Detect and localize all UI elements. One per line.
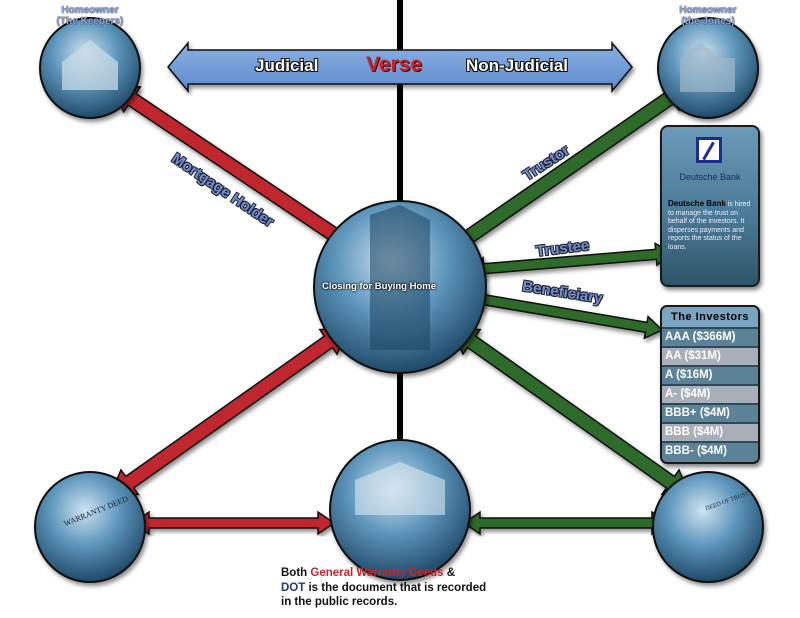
tranche-row: BBB ($4M) [662, 422, 758, 441]
deutsche-bank-logo-icon [696, 137, 722, 163]
bottom-left-globe [34, 471, 146, 583]
closing-to-deed-of-trust-arrow [450, 327, 692, 497]
tranche-row: A ($16M) [662, 365, 758, 384]
bottom-right-globe [652, 471, 764, 583]
deed-of-trust-recording-arrow [462, 510, 670, 536]
deutsche-bank-description: Deutsche Bank is hired to manage the tru… [668, 199, 751, 251]
investors-table: The Investors AAA ($366M) AA ($31M) A ($… [660, 305, 760, 464]
deutsche-bank-logo-text: Deutsche Bank [679, 172, 741, 182]
house-icon [680, 42, 735, 92]
judicial-vs-nonjudicial-arrow [167, 40, 633, 94]
mortgage-holder-arrow [110, 85, 368, 257]
warranty-deed-recording-arrow [131, 510, 336, 536]
bottom-center-globe [329, 439, 471, 581]
top-left-globe [39, 17, 141, 119]
skyscraper-icon [370, 205, 430, 350]
courthouse-icon [355, 462, 445, 515]
homeowner-jones-label: Homeowner(the Jones) [679, 5, 737, 27]
top-right-globe [657, 17, 759, 119]
judicial-label: Judicial [255, 56, 319, 75]
tranche-row: AA ($31M) [662, 346, 758, 365]
center-globe [313, 200, 487, 374]
trustor-arrow [436, 83, 692, 259]
house-icon [62, 40, 118, 90]
investors-title: The Investors [662, 307, 758, 327]
verse-label: Verse [366, 53, 423, 76]
recording-note: Both General Warranty Deeds & DOT is the… [281, 567, 487, 608]
non-judicial-label: Non-Judicial [466, 56, 569, 75]
tranche-row: A- ($4M) [662, 384, 758, 403]
deutsche-bank-card: Deutsche Bank Deutsche Bank is hired to … [660, 125, 760, 287]
tranche-row: BBB- ($4M) [662, 441, 758, 460]
center-label: Closing for Buying Home [322, 281, 436, 292]
homeowner-keepers-label: Homeowner(The Keepers) [56, 5, 124, 27]
tranche-row: BBB+ ($4M) [662, 403, 758, 422]
tranche-row: AAA ($366M) [662, 327, 758, 346]
closing-to-warranty-deed-arrow [108, 327, 350, 497]
